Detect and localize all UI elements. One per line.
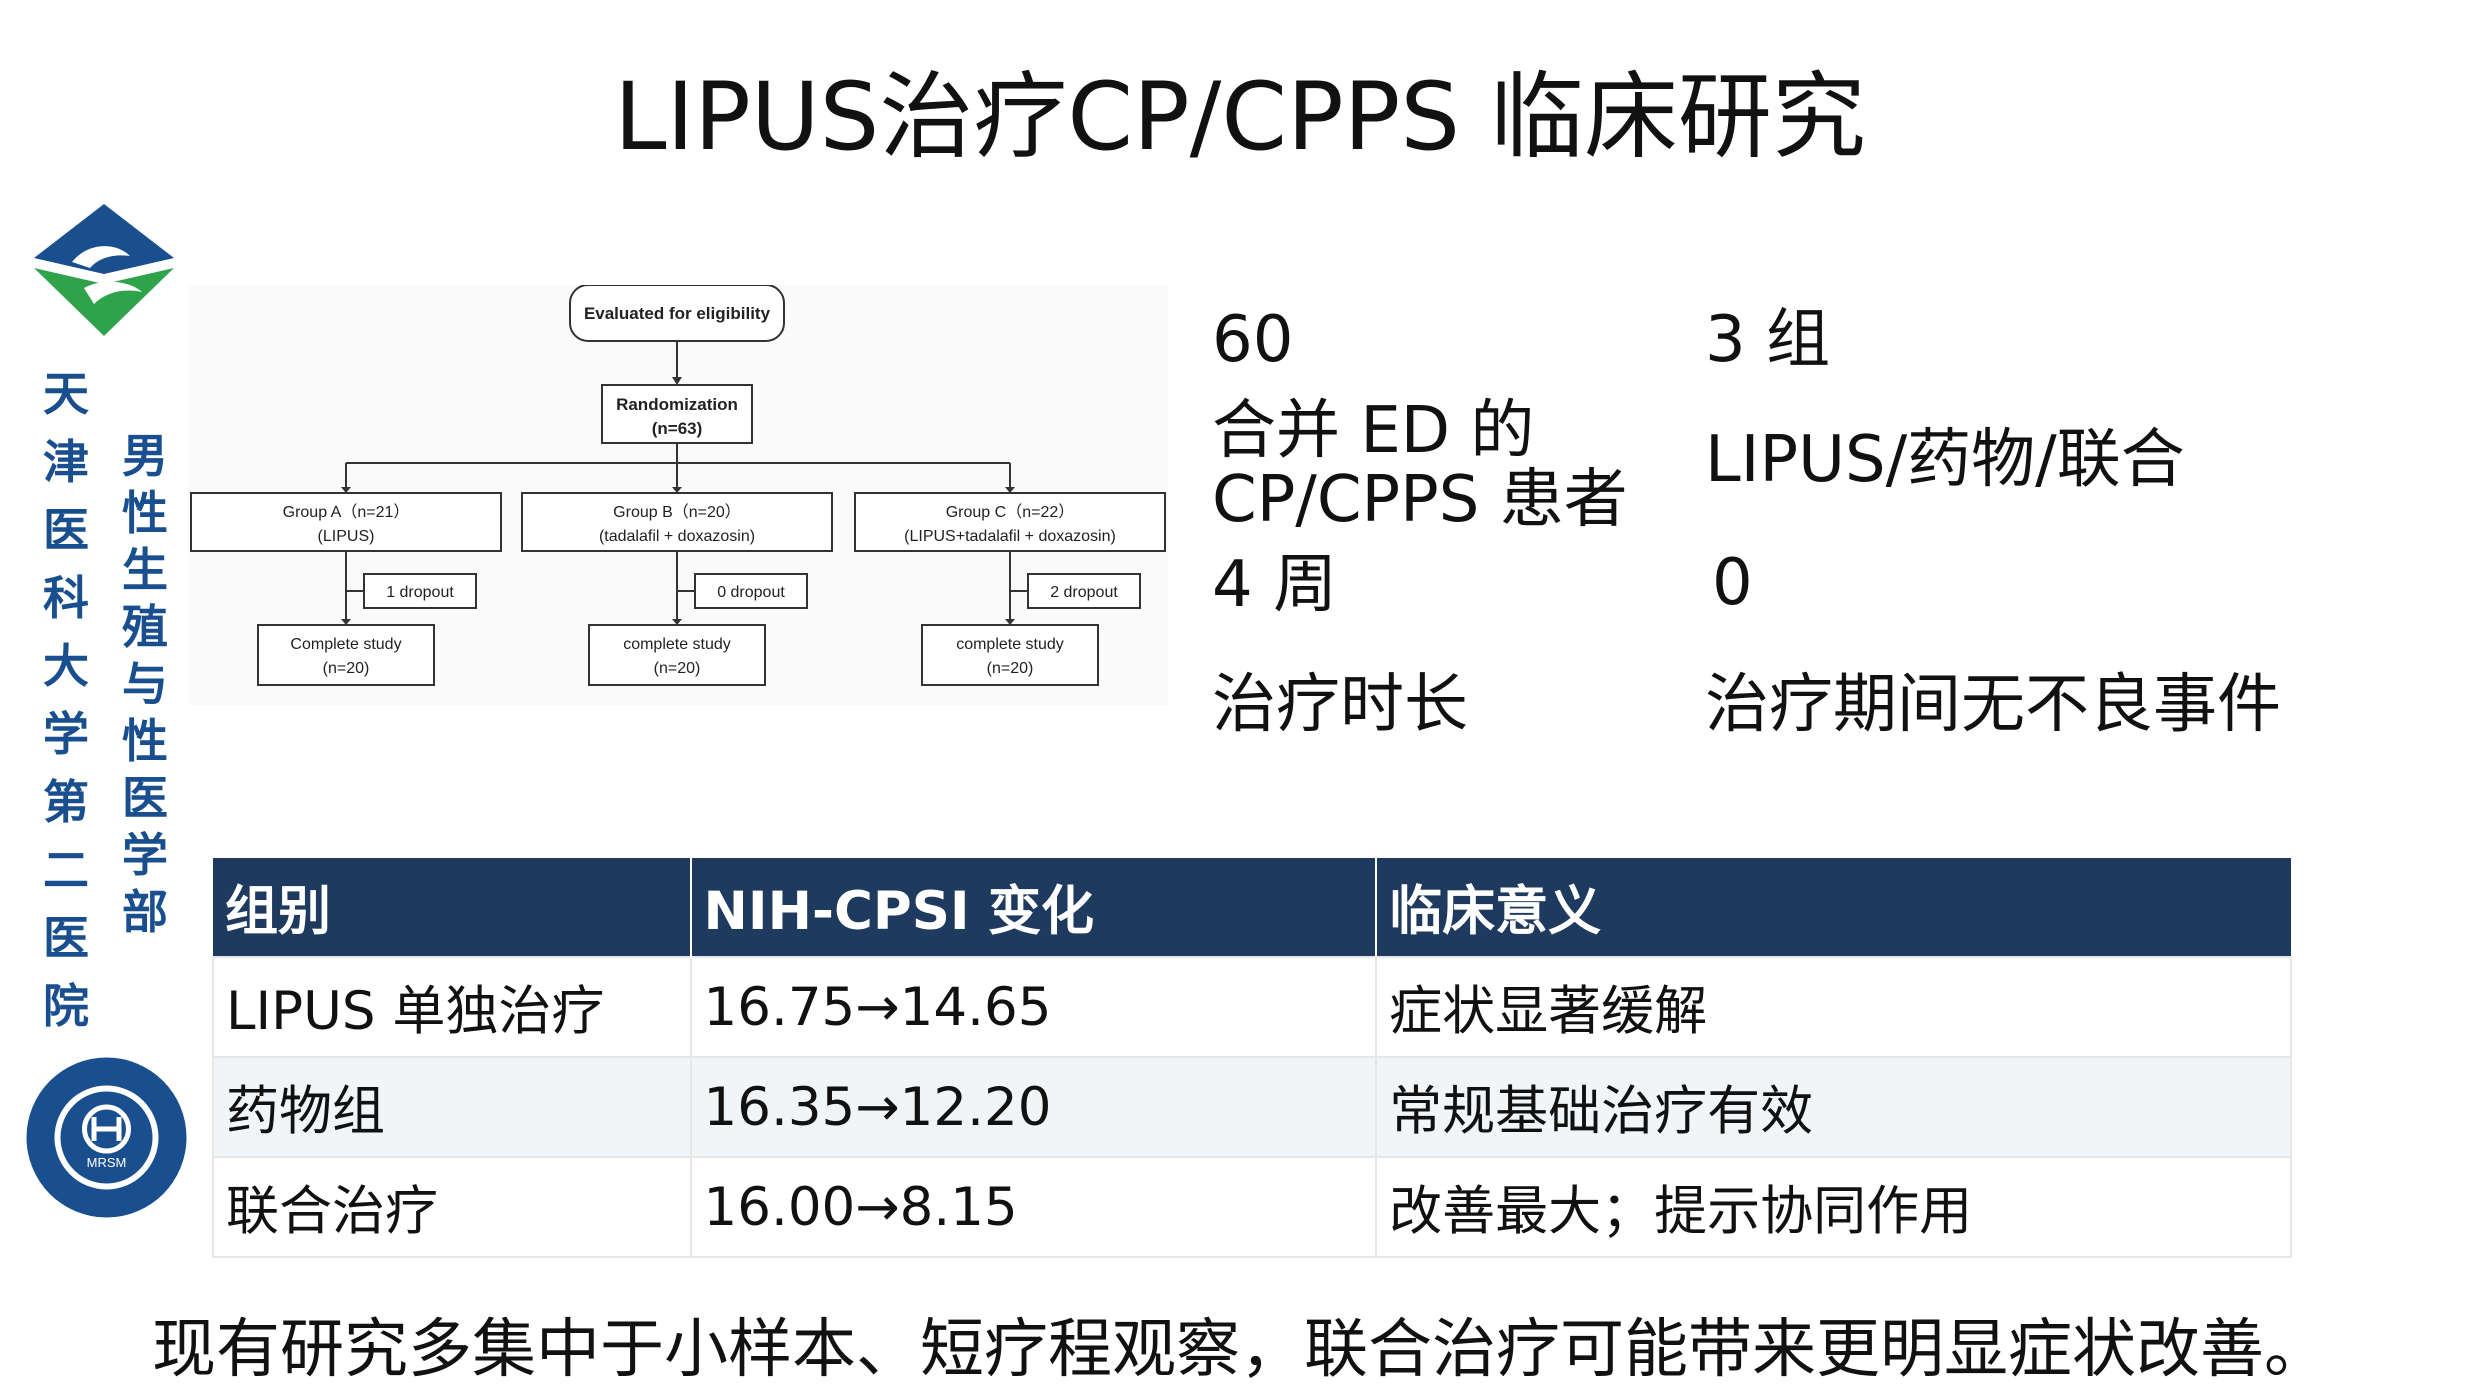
svg-text:complete study: complete study [623, 636, 731, 653]
table-row: 联合治疗 16.00→8.15 改善最大；提示协同作用 [212, 1156, 2292, 1258]
svg-text:Complete study: Complete study [290, 636, 401, 653]
svg-text:1 dropout: 1 dropout [386, 584, 454, 601]
svg-text:MRSM: MRSM [87, 1155, 127, 1170]
svg-text:(n=20): (n=20) [987, 660, 1034, 677]
svg-text:Evaluated for eligibility: Evaluated for eligibility [584, 304, 771, 323]
table-cell: 16.00→8.15 [689, 1156, 1378, 1258]
table-cell: 16.75→14.65 [689, 956, 1378, 1058]
svg-text:Group A（n=21）: Group A（n=21） [283, 503, 410, 521]
hospital-name-vertical: 天津医科大学第二医院 [43, 367, 89, 1033]
department-seal-icon: MRSM [24, 1055, 189, 1220]
stat-duration: 4 周 [1212, 548, 1338, 622]
svg-text:(n=63): (n=63) [652, 419, 703, 438]
hospital-logo-icon [24, 196, 184, 346]
stat-adverse-desc: 治疗期间无不良事件 [1705, 668, 2281, 742]
table-header-row: 组别 NIH-CPSI 变化 临床意义 [213, 858, 2291, 957]
table-row: 药物组 16.35→12.20 常规基础治疗有效 [212, 1056, 2292, 1158]
table-cell: LIPUS 单独治疗 [212, 956, 692, 1058]
study-flowchart: Evaluated for eligibility Randomization … [188, 284, 1168, 705]
svg-text:complete study: complete study [956, 636, 1064, 653]
table-row: LIPUS 单独治疗 16.75→14.65 症状显著缓解 [212, 956, 2292, 1058]
svg-text:(n=20): (n=20) [323, 660, 370, 677]
svg-text:Group B（n=20）: Group B（n=20） [613, 503, 741, 521]
svg-text:(LIPUS): (LIPUS) [318, 528, 375, 545]
table-header-cell: 组别 [213, 858, 692, 957]
svg-text:Group C（n=22）: Group C（n=22） [946, 503, 1075, 521]
stat-sample-desc-1: 合并 ED 的 [1212, 394, 1535, 468]
results-table: 组别 NIH-CPSI 变化 临床意义 LIPUS 单独治疗 16.75→14.… [212, 858, 2292, 1258]
table-cell: 药物组 [212, 1056, 692, 1158]
svg-text:0 dropout: 0 dropout [717, 584, 785, 601]
table-cell: 联合治疗 [212, 1156, 692, 1258]
stat-adverse: 0 [1712, 546, 1753, 620]
svg-text:(n=20): (n=20) [654, 660, 701, 677]
stat-sample-size: 60 [1212, 303, 1294, 377]
svg-text:2 dropout: 2 dropout [1050, 584, 1118, 601]
svg-text:(LIPUS+tadalafil + doxazosin): (LIPUS+tadalafil + doxazosin) [904, 528, 1116, 545]
table-header-cell: 临床意义 [1376, 858, 2291, 957]
stat-duration-desc: 治疗时长 [1212, 668, 1468, 742]
table-cell: 改善最大；提示协同作用 [1375, 1156, 2292, 1258]
table-cell: 症状显著缓解 [1375, 956, 2292, 1058]
table-header-cell: NIH-CPSI 变化 [690, 858, 1378, 957]
svg-text:Randomization: Randomization [616, 395, 738, 414]
stat-sample-desc-2: CP/CPPS 患者 [1212, 463, 1628, 537]
conclusion-text: 现有研究多集中于小样本、短疗程观察，联合治疗可能带来更明显症状改善。 [152, 1313, 2328, 1387]
stat-groups-desc: LIPUS/药物/联合 [1705, 423, 2185, 497]
page-title: LIPUS治疗CP/CPPS 临床研究 [614, 63, 1866, 172]
table-cell: 16.35→12.20 [689, 1056, 1378, 1158]
table-cell: 常规基础治疗有效 [1375, 1056, 2292, 1158]
svg-text:(tadalafil + doxazosin): (tadalafil + doxazosin) [599, 528, 755, 545]
stat-groups: 3 组 [1705, 303, 1831, 377]
department-name-vertical: 男性生殖与性医学部 [122, 429, 168, 939]
